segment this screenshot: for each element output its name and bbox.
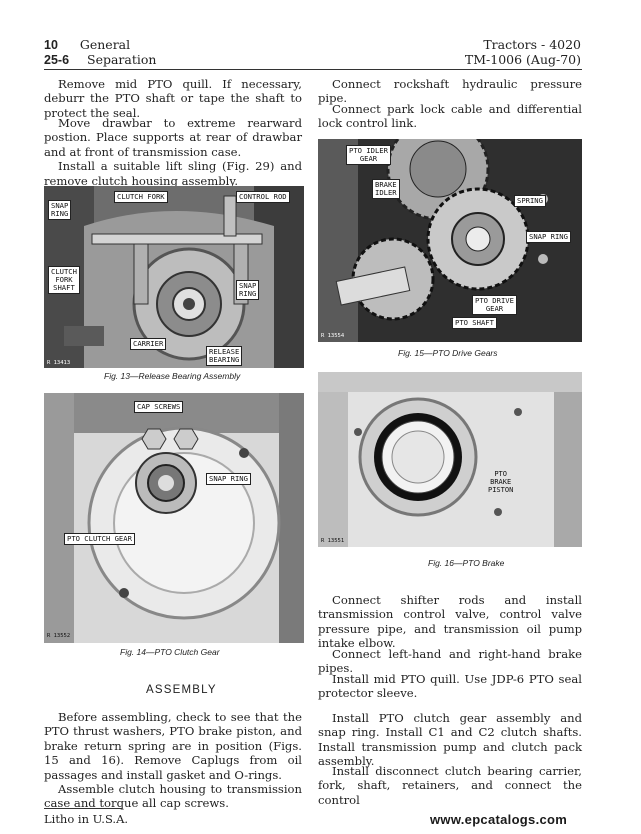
section-number: 25-6 [44, 53, 70, 67]
section-subtitle: Separation [87, 52, 157, 67]
left-para-2: Move drawbar to extreme rearward postion… [44, 116, 302, 188]
fig16-photo: PTO BRAKE PISTON R 13551 [318, 372, 582, 547]
install-mid-pto-text: Install mid PTO quill. Use JDP-6 PTO sea… [318, 672, 582, 701]
fig15-photo: PTO IDLER GEAR BRAKE IDLER SPRING SNAP R… [318, 139, 582, 342]
manual-reference: TM-1006 (Aug-70) [464, 52, 581, 67]
move-drawbar-text: Move drawbar to extreme rearward postion… [44, 116, 302, 159]
label-carrier: CARRIER [130, 338, 167, 350]
label-pto-brake-piston: PTO BRAKE PISTON [488, 470, 514, 494]
connect-park-lock-text: Connect park lock cable and differential… [318, 102, 582, 131]
remove-pto-quill-text: Remove mid PTO quill. If necessary, debu… [44, 77, 302, 120]
fig13-photo: CLUTCH FORK CONTROL ROD SNAP RING CLUTCH… [44, 186, 304, 368]
page-header-left: 10 General [44, 37, 131, 53]
label-spring: SPRING [514, 195, 546, 207]
fig13-tag: R 13413 [47, 360, 71, 366]
fig16-caption: Fig. 16—PTO Brake [428, 558, 505, 568]
footer-rule [44, 808, 122, 809]
before-assembling-text: Before assembling, check to see that the… [44, 710, 302, 782]
install-disconnect-clutch-text: Install disconnect clutch bearing carrie… [318, 764, 582, 807]
connect-rockshaft-text: Connect rockshaft hydraulic pressure pip… [318, 77, 582, 106]
label-pto-clutch-gear: PTO CLUTCH GEAR [64, 533, 135, 545]
right-para-3: Connect shifter rods and install transmi… [318, 593, 582, 651]
label-pto-drive-gear: PTO DRIVE GEAR [472, 295, 517, 315]
left-para-4: Before assembling, check to see that the… [44, 710, 302, 811]
label-cap-screws: CAP SCREWS [134, 401, 184, 413]
section-title: General [79, 37, 131, 52]
right-para-1: Connect rockshaft hydraulic pressure pip… [318, 77, 582, 106]
label-snap-ring: SNAP RING [206, 473, 251, 485]
watermark: www.epcatalogs.com [430, 812, 568, 827]
label-clutch-fork: CLUTCH FORK [114, 191, 168, 203]
printed-note: Litho in U.S.A. [44, 812, 129, 826]
left-para-1: Remove mid PTO quill. If necessary, debu… [44, 77, 302, 120]
connect-brake-pipes-text: Connect left-hand and right-hand brake p… [318, 647, 582, 676]
right-para-2: Connect park lock cable and differential… [318, 102, 582, 131]
header-rule [44, 69, 582, 71]
right-para-5: Install mid PTO quill. Use JDP-6 PTO sea… [318, 672, 582, 701]
fig16-illustration [318, 372, 582, 547]
label-release-bearing: RELEASE BEARING [206, 346, 243, 366]
install-lift-sling-text: Install a suitable lift sling (Fig. 29) … [44, 159, 302, 188]
assemble-housing-text: Assemble clutch housing to transmission … [44, 782, 302, 811]
page-number: 10 [44, 38, 58, 52]
fig13-caption: Fig. 13—Release Bearing Assembly [104, 371, 241, 381]
label-snap-ring-15: SNAP RING [526, 231, 571, 243]
fig14-tag: R 13552 [47, 633, 71, 639]
right-para-7: Install disconnect clutch bearing carrie… [318, 764, 582, 807]
fig14-illustration [44, 393, 304, 643]
fig14-caption: Fig. 14—PTO Clutch Gear [120, 647, 220, 657]
right-para-4: Connect left-hand and right-hand brake p… [318, 647, 582, 676]
label-pto-idler-gear: PTO IDLER GEAR [346, 145, 391, 165]
model-title: Tractors - 4020 [483, 37, 581, 52]
install-clutch-gear-text: Install PTO clutch gear assembly and sna… [318, 711, 582, 769]
connect-shifter-rods-text: Connect shifter rods and install transmi… [318, 593, 582, 651]
assembly-heading: ASSEMBLY [146, 684, 217, 696]
label-pto-shaft: PTO SHAFT [452, 317, 497, 329]
fig15-caption: Fig. 15—PTO Drive Gears [398, 348, 498, 358]
label-clutch-fork-shaft: CLUTCH FORK SHAFT [48, 266, 80, 294]
fig16-tag: R 13551 [321, 538, 345, 544]
fig13-illustration [44, 186, 304, 368]
fig15-tag: R 13554 [321, 333, 345, 339]
label-snap-ring-left: SNAP RING [48, 200, 72, 220]
page-header-left-2: 25-6 Separation [44, 52, 157, 68]
right-para-6: Install PTO clutch gear assembly and sna… [318, 711, 582, 769]
fig14-photo: CAP SCREWS SNAP RING PTO CLUTCH GEAR R 1… [44, 393, 304, 643]
label-brake-idler: BRAKE IDLER [372, 179, 400, 199]
label-control-rod: CONTROL ROD [236, 191, 290, 203]
label-snap-ring-right: SNAP RING [236, 280, 260, 300]
